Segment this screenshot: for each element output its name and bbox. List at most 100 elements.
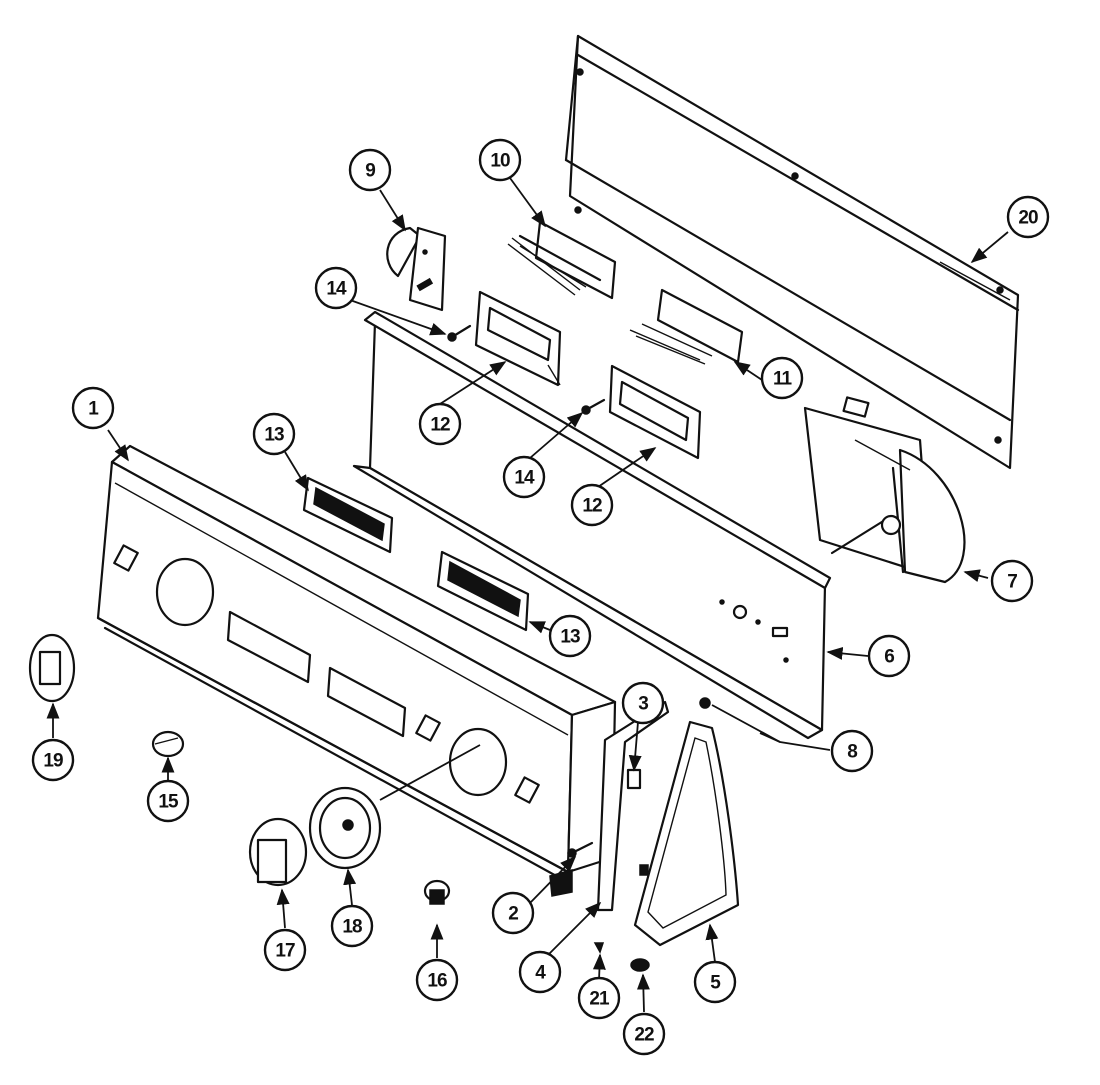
callout-circle bbox=[415, 958, 459, 1002]
callout-circle bbox=[693, 960, 737, 1004]
callout-12a: 12 bbox=[418, 402, 462, 446]
callout-11: 11 bbox=[760, 356, 804, 400]
callout-circle bbox=[867, 634, 911, 678]
callout-number: 2 bbox=[508, 904, 518, 925]
display-window-part-13-upper bbox=[302, 476, 394, 554]
callout-18: 18 bbox=[330, 904, 374, 948]
callout-circle bbox=[830, 729, 874, 773]
callout-number: 17 bbox=[275, 941, 295, 962]
callout-circle bbox=[577, 976, 621, 1020]
callout-17: 17 bbox=[263, 928, 307, 972]
callout-number: 15 bbox=[158, 792, 179, 813]
callout-number: 4 bbox=[535, 963, 546, 984]
callout-number: 11 bbox=[773, 369, 793, 390]
callout-number: 6 bbox=[884, 647, 894, 668]
callout-circle bbox=[570, 483, 614, 527]
callout-number: 22 bbox=[634, 1025, 654, 1046]
leader-lines bbox=[46, 177, 1009, 1013]
callout-number: 3 bbox=[638, 694, 648, 715]
callout-10: 10 bbox=[478, 138, 522, 182]
callout-circle bbox=[146, 779, 190, 823]
callout-number: 5 bbox=[710, 973, 721, 994]
callout-circle bbox=[478, 138, 522, 182]
callout-19: 19 bbox=[31, 738, 75, 782]
callout-14b: 14 bbox=[502, 455, 546, 499]
callout-circle bbox=[990, 559, 1034, 603]
callout-number: 12 bbox=[430, 415, 450, 436]
knob-part-17 bbox=[248, 817, 308, 887]
dial-skirt-part-18 bbox=[308, 786, 382, 870]
callout-circle bbox=[263, 928, 307, 972]
callout-circle bbox=[518, 950, 562, 994]
rear-panel-part-20 bbox=[564, 34, 1020, 470]
backing-plate-part-6 bbox=[352, 310, 832, 740]
callout-7: 7 bbox=[990, 559, 1034, 603]
callout-number: 20 bbox=[1018, 208, 1038, 229]
callout-number: 14 bbox=[514, 468, 535, 489]
callout-number: 13 bbox=[560, 627, 580, 648]
display-window-part-13-lower bbox=[436, 550, 530, 632]
callout-13b: 13 bbox=[548, 614, 592, 658]
callout-circle bbox=[252, 412, 296, 456]
callout-circle bbox=[548, 614, 592, 658]
callout-circle bbox=[348, 148, 392, 192]
callout-circle bbox=[71, 386, 115, 430]
callout-15: 15 bbox=[146, 779, 190, 823]
clip-part-3 bbox=[626, 768, 642, 790]
callout-circle bbox=[1006, 195, 1050, 239]
callout-number: 13 bbox=[264, 425, 284, 446]
callout-circle bbox=[491, 891, 535, 935]
callout-5: 5 bbox=[693, 960, 737, 1004]
bracket-part-12-lower bbox=[608, 364, 702, 460]
callout-number: 9 bbox=[365, 161, 375, 182]
callout-circle bbox=[418, 402, 462, 446]
callout-circle bbox=[31, 738, 75, 782]
end-cap-part-5 bbox=[633, 720, 740, 947]
switch-block-part-11 bbox=[629, 288, 744, 365]
callout-number: 21 bbox=[589, 989, 610, 1010]
callout-4: 4 bbox=[518, 950, 562, 994]
callout-8: 8 bbox=[830, 729, 874, 773]
callout-20: 20 bbox=[1006, 195, 1050, 239]
callout-number: 10 bbox=[490, 151, 510, 172]
callout-number: 19 bbox=[43, 751, 63, 772]
callout-9: 9 bbox=[348, 148, 392, 192]
screw-part-14-upper bbox=[447, 324, 472, 342]
callout-1: 1 bbox=[71, 386, 115, 430]
callout-16: 16 bbox=[415, 958, 459, 1002]
switch-block-part-10 bbox=[507, 220, 617, 300]
callout-number: 7 bbox=[1007, 572, 1017, 593]
callout-number: 14 bbox=[326, 279, 347, 300]
screw-part-14-lower bbox=[581, 398, 606, 415]
timer-housing-part-7 bbox=[803, 396, 966, 584]
knob-part-19 bbox=[28, 633, 76, 703]
callout-number: 16 bbox=[427, 971, 447, 992]
callout-circle bbox=[330, 904, 374, 948]
callout-13a: 13 bbox=[252, 412, 296, 456]
callout-number: 12 bbox=[582, 496, 602, 517]
callout-3: 3 bbox=[621, 681, 665, 725]
callout-6: 6 bbox=[867, 634, 911, 678]
callout-circle bbox=[502, 455, 546, 499]
callout-22: 22 bbox=[622, 1012, 666, 1056]
callout-circle bbox=[314, 266, 358, 310]
callout-12b: 12 bbox=[570, 483, 614, 527]
selector-switch-part-9 bbox=[386, 226, 447, 312]
callout-21: 21 bbox=[577, 976, 621, 1020]
bracket-part-12-upper bbox=[474, 290, 562, 387]
callout-circle bbox=[622, 1012, 666, 1056]
knob-part-16 bbox=[423, 879, 451, 905]
callout-number: 1 bbox=[88, 399, 99, 420]
callout-14a: 14 bbox=[314, 266, 358, 310]
callout-circle bbox=[621, 681, 665, 725]
screw-part-8 bbox=[699, 697, 711, 709]
clip-part-21 bbox=[593, 942, 605, 954]
callout-number: 8 bbox=[847, 742, 857, 763]
callout-2: 2 bbox=[491, 891, 535, 935]
callout-number: 18 bbox=[342, 917, 362, 938]
knob-part-15 bbox=[151, 730, 185, 758]
callout-circle bbox=[760, 356, 804, 400]
foot-part-22 bbox=[630, 958, 650, 972]
